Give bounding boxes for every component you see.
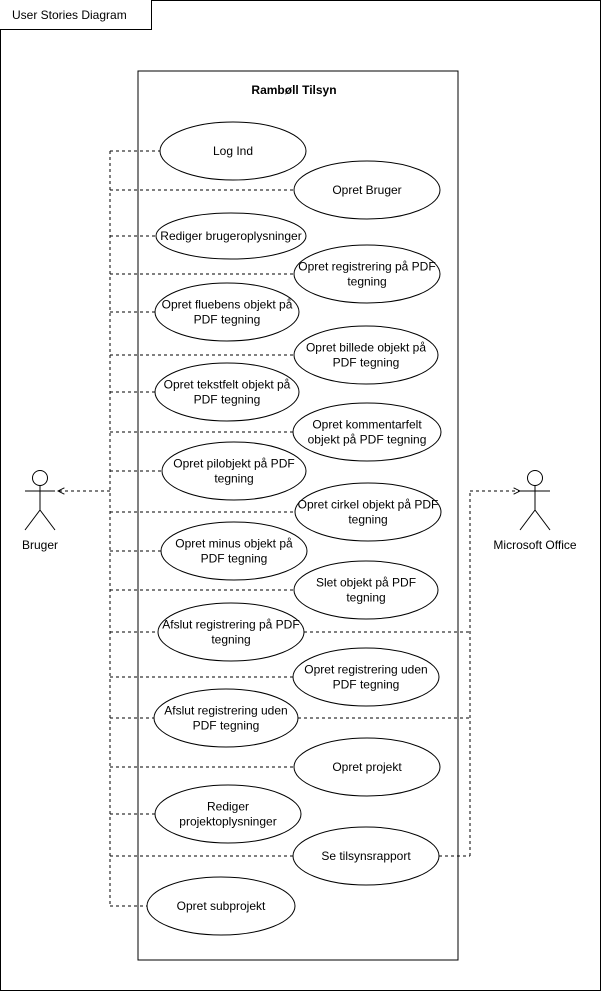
use-case-opret-bruger[interactable]: Opret Bruger (293, 160, 441, 220)
use-case-label: Rediger brugeroplysninger (160, 229, 301, 243)
use-case-label: tegning (211, 633, 250, 647)
use-case-ellipse (292, 826, 440, 886)
use-case-label: tegning (348, 513, 387, 527)
actor-left-leg (519, 509, 536, 531)
use-case-label: PDF tegning (194, 393, 261, 407)
use-case-log-ind[interactable]: Log Ind (159, 121, 307, 181)
use-case-label: tegning (346, 591, 385, 605)
actor-head (527, 470, 543, 486)
use-case-ellipse (160, 521, 308, 581)
use-case-label: tegning (347, 275, 386, 289)
actor-microsoft-office[interactable] (519, 470, 551, 531)
use-case-label: Log Ind (213, 144, 253, 158)
use-case-ellipse (294, 482, 442, 542)
actor-label-bruger: Bruger (22, 538, 58, 552)
use-case-label: Opret cirkel objekt på PDF (298, 498, 439, 512)
use-case-label: tegning (214, 472, 253, 486)
use-case-label: PDF tegning (333, 678, 400, 692)
use-case-ellipse (292, 647, 440, 707)
use-case-ellipse (154, 784, 302, 844)
use-case-label: Rediger (207, 800, 249, 814)
use-case-label: Slet objekt på PDF (316, 576, 416, 590)
use-case-ellipse (292, 402, 442, 462)
use-case-label: Opret fluebens objekt på (162, 298, 293, 312)
use-case-ellipse (293, 325, 439, 385)
use-case-label: Opret kommentarfelt (312, 418, 422, 432)
use-case-label: objekt på PDF tegning (308, 433, 427, 447)
use-case-label: Opret pilobjekt på PDF (173, 457, 294, 471)
use-case-label: Opret billede objekt på (306, 341, 426, 355)
use-case-label: Opret projekt (332, 760, 402, 774)
actor-label-microsoft-office: Microsoft Office (493, 538, 576, 552)
use-case-label: Opret registrering på PDF (298, 260, 435, 274)
use-case-ellipse (157, 602, 305, 662)
use-case-label: PDF tegning (333, 356, 400, 370)
use-case-se-tilsynsrapport[interactable]: Se tilsynsrapport (292, 826, 440, 886)
use-case-opret-projekt[interactable]: Opret projekt (293, 737, 441, 797)
use-case-ellipse (153, 688, 299, 748)
actor-right-leg (39, 509, 56, 531)
use-case-ellipse (155, 212, 307, 260)
diagram-title: User Stories Diagram (0, 0, 152, 30)
use-case-ellipse (293, 160, 441, 220)
use-case-label: Se tilsynsrapport (321, 849, 411, 863)
use-case-label: Afslut registrering uden (164, 704, 287, 718)
use-case-label: Opret registrering uden (304, 663, 427, 677)
use-case-label: projektoplysninger (179, 815, 276, 829)
use-case-ellipse (146, 876, 296, 936)
use-case-label: PDF tegning (194, 313, 261, 327)
use-case-ellipse (293, 244, 441, 304)
use-case-ellipse (293, 737, 441, 797)
association-lines (58, 150, 520, 907)
system-title: Rambøll Tilsyn (251, 83, 336, 97)
use-case-label: Opret minus objekt på (175, 537, 293, 551)
actor-left-leg (24, 509, 41, 531)
actor-head (32, 470, 48, 486)
use-case-ellipse (293, 560, 439, 620)
use-case-ellipse (154, 362, 300, 422)
use-case-label: Afslut registrering på PDF (162, 618, 299, 632)
use-case-label: Opret subprojekt (177, 899, 266, 913)
actor-bruger[interactable] (24, 470, 56, 531)
use-case-label: PDF tegning (201, 552, 268, 566)
use-case-opret-subprojekt[interactable]: Opret subprojekt (146, 876, 296, 936)
actor-right-leg (534, 509, 551, 531)
use-case-label: PDF tegning (193, 719, 260, 733)
use-case-label: Opret Bruger (332, 183, 401, 197)
use-case-label: Opret tekstfelt objekt på (164, 378, 291, 392)
use-case-rediger-brugeroplysninger[interactable]: Rediger brugeroplysninger (155, 212, 307, 260)
use-case-ellipse (154, 282, 300, 342)
use-case-ellipse (159, 121, 307, 181)
use-case-ellipse (161, 441, 307, 501)
